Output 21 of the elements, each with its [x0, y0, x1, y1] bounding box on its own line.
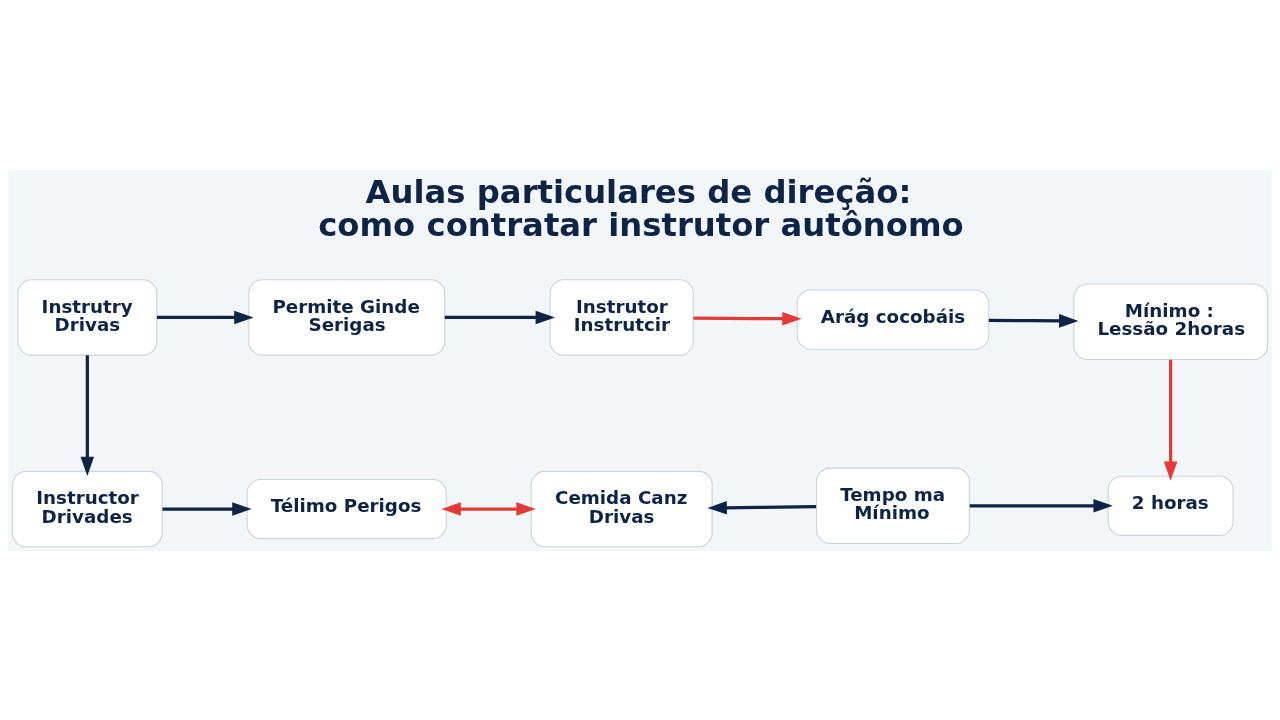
arrow	[693, 311, 802, 326]
node-box: 2 horas	[1107, 475, 1234, 536]
diagram-title: Aulas particulares de direção: como contratar instrutor autônomo	[318, 172, 964, 244]
node-box: Mínimo : Lessão 2horas	[1073, 283, 1268, 360]
node-box: Télimo Perigos	[246, 478, 447, 539]
arrow	[80, 354, 95, 476]
node-box: Tempo ma Mínimo	[815, 467, 970, 544]
node-box: Instructor Drivades	[12, 470, 163, 547]
node-box: Instrutry Drivas	[17, 278, 158, 356]
arrow	[969, 498, 1113, 513]
arrow	[707, 500, 817, 515]
arrow	[157, 310, 254, 324]
node-box: Permite Ginde Serigas	[248, 278, 446, 356]
arrow	[988, 313, 1079, 328]
arrow	[441, 501, 536, 516]
node-box: Arág cocobáis	[796, 288, 990, 350]
node-box: Instrutor Instrutcir	[549, 278, 694, 356]
arrow	[1163, 359, 1178, 481]
arrow	[162, 501, 252, 516]
node-box: Cemida Canz Drivas	[530, 470, 713, 547]
arrow	[444, 310, 555, 324]
